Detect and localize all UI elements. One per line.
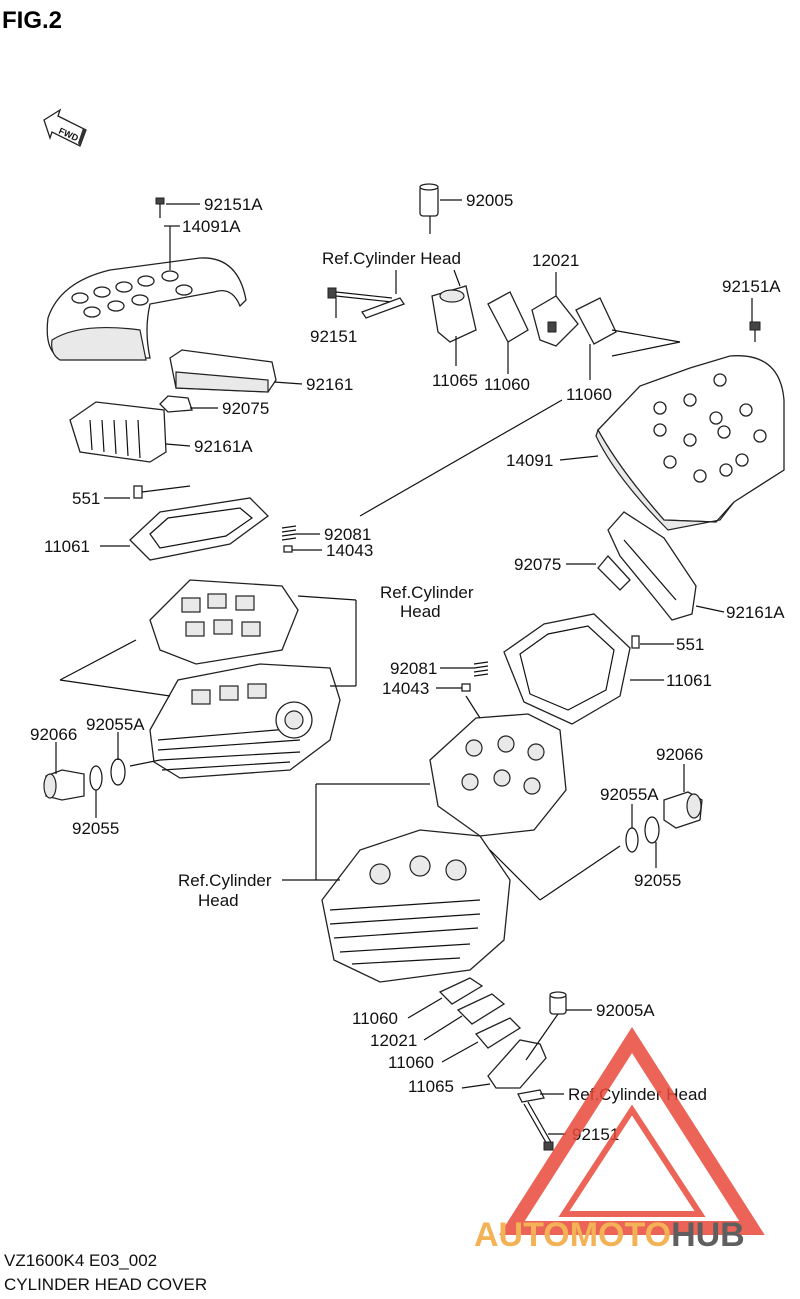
rear-cylinder-head-cover [46, 257, 247, 361]
gasket-11061-left [129, 485, 269, 561]
watermark-brand-part2: HUB [671, 1216, 745, 1254]
callout-12021-bottom: 12021 [370, 1031, 417, 1050]
cap-92005A [549, 991, 567, 1015]
callout-92005: 92005 [466, 191, 513, 210]
callout-551-left: 551 [72, 489, 100, 508]
fitting-92066-left [43, 769, 85, 801]
callout-92161A-right: 92161A [726, 603, 785, 622]
callout-14043-mid: 14043 [382, 679, 429, 698]
clip-92075-right [597, 555, 631, 591]
clip-92075-left [159, 395, 193, 413]
cap-92005 [419, 183, 439, 217]
reed-12021-bottom [456, 993, 506, 1025]
oring-92055-left [89, 765, 103, 791]
pin-ref-bottom [517, 1089, 545, 1103]
callout-11061-right: 11061 [666, 671, 712, 690]
callout-ref-cylinder-head-mid-l2: Head [400, 602, 441, 621]
cylinder-head-right [321, 829, 511, 983]
camshaft-housing-right [429, 713, 567, 837]
callout-92081-mid: 92081 [390, 659, 437, 678]
pin-551-right [631, 635, 640, 649]
bolt-92151-top [327, 287, 393, 303]
gasket-11060-top-b [575, 297, 617, 345]
callout-14043-top: 14043 [326, 541, 373, 560]
pin-ref-top [361, 297, 405, 319]
callout-92161A-left: 92161A [194, 437, 253, 456]
callout-551-right: 551 [676, 635, 704, 654]
callout-92055A-right: 92055A [600, 785, 659, 804]
gasket-11061-right [503, 613, 631, 725]
gasket-11060-bottom-b [474, 1017, 522, 1049]
oring-92055A-left [110, 758, 126, 786]
cover-92161A-left [69, 401, 167, 463]
camshaft-housing-left [149, 579, 299, 665]
spring-92081-top [281, 525, 297, 553]
bolt-92151A-right [749, 321, 761, 342]
callout-92055A-left: 92055A [86, 715, 145, 734]
callout-92081-top: 92081 [324, 525, 371, 544]
callouts: 92151A 14091A 92005 Ref.Cylinder Head 12… [30, 191, 785, 1144]
leader-lines [55, 199, 753, 1135]
reed-12021-top [531, 295, 579, 347]
callout-92151A-right: 92151A [722, 277, 781, 296]
figure-label: FIG.2 [2, 7, 62, 34]
callout-92066-right: 92066 [656, 745, 703, 764]
automotohub-watermark-logo: AUTOMOTOHUB [474, 1026, 765, 1254]
callout-11061-left: 11061 [44, 537, 90, 556]
callout-11060-top-b: 11060 [566, 385, 612, 404]
diagram-title: CYLINDER HEAD COVER [4, 1275, 207, 1294]
callout-92151-bottom: 92151 [572, 1125, 619, 1144]
callout-ref-cylinder-head-low-l1: Ref.Cylinder [178, 871, 272, 890]
callout-ref-cylinder-head-low-l2: Head [198, 891, 239, 910]
callout-11060-bottom-a: 11060 [352, 1009, 398, 1028]
callout-ref-cylinder-head-top: Ref.Cylinder Head [322, 249, 461, 268]
callout-12021-top: 12021 [532, 251, 579, 270]
oring-92055A-right [625, 827, 639, 853]
front-cylinder-head-cover [595, 355, 785, 531]
callout-92151-top: 92151 [310, 327, 357, 346]
gasket-11060-top-a [487, 291, 529, 343]
model-code: VZ1600K4 E03_002 [4, 1251, 157, 1270]
callout-92055-left: 92055 [72, 819, 119, 838]
bolt-92151A-top [155, 197, 165, 218]
callout-11060-top-a: 11060 [484, 375, 530, 394]
callout-92151A-top: 92151A [204, 195, 263, 214]
bolt-92151-bottom [523, 1101, 554, 1151]
callout-92055-right: 92055 [634, 871, 681, 890]
pipe-11065-bottom [487, 1039, 547, 1089]
callout-14091A: 14091A [182, 217, 241, 236]
callout-92005A: 92005A [596, 1001, 655, 1020]
gasket-11060-bottom-a [438, 977, 484, 1005]
callout-92161: 92161 [306, 375, 353, 394]
pipe-11065-top [431, 285, 477, 343]
callout-14091: 14091 [506, 451, 553, 470]
callout-11060-bottom-b: 11060 [388, 1053, 434, 1072]
fitting-92066-right [663, 791, 703, 829]
callout-92066-left: 92066 [30, 725, 77, 744]
svg-text:AUTOMOTOHUB: AUTOMOTOHUB [474, 1216, 745, 1254]
watermark-brand-part1: AUTOMOTO [474, 1216, 671, 1254]
oring-92055-right [644, 816, 660, 844]
spring-92081-mid [461, 661, 489, 692]
fwd-arrow-icon: FWD [43, 108, 87, 147]
cover-92161A-right [607, 511, 697, 621]
callout-ref-cylinder-head-mid-l1: Ref.Cylinder [380, 583, 474, 602]
cover-92161-left [169, 349, 277, 393]
callout-11065-bottom: 11065 [408, 1077, 454, 1096]
callout-92075-right: 92075 [514, 555, 561, 574]
callout-92075-left: 92075 [222, 399, 269, 418]
cylinder-head-left [149, 663, 341, 779]
callout-11065-top: 11065 [432, 371, 478, 390]
